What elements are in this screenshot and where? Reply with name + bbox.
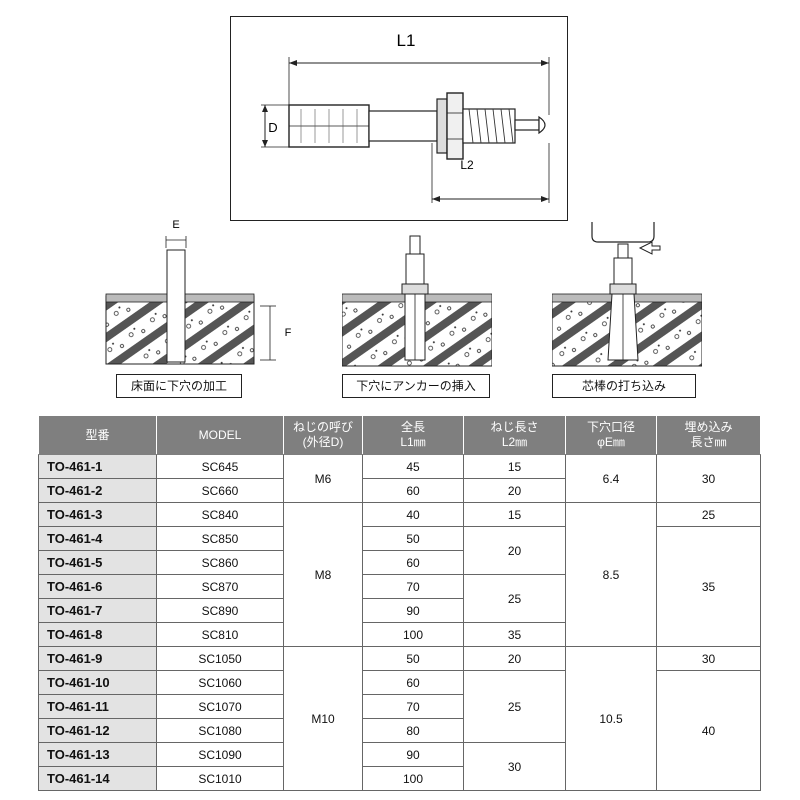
anchor-dimension-drawing: L1 D (230, 16, 568, 221)
step-drive-pin-caption: 芯棒の打ち込み (552, 374, 696, 398)
model-no-cell: TO-461-8 (38, 622, 157, 647)
table-row: TO-461-7 SC890 90 (38, 598, 761, 623)
table-row: TO-461-13 SC1090 90 30 (38, 742, 761, 791)
model-cell: SC1090 (156, 742, 284, 767)
thread-length-cell: 20 (463, 526, 566, 575)
e-label: E (172, 219, 179, 231)
model-no-cell: TO-461-1 (38, 454, 157, 479)
model-cell: SC810 (156, 622, 284, 647)
total-length-cell: 80 (362, 718, 464, 743)
model-no-cell: TO-461-7 (38, 598, 157, 623)
model-cell: SC1060 (156, 670, 284, 695)
total-length-cell: 60 (362, 478, 464, 503)
model-cell: SC1010 (156, 766, 284, 791)
model-cell: SC660 (156, 478, 284, 503)
table-row: TO-461-12 SC1080 80 (38, 718, 761, 743)
model-no-cell: TO-461-11 (38, 694, 157, 719)
model-cell: SC860 (156, 550, 284, 575)
hole-diameter-cell: 8.5 (565, 502, 657, 647)
thread-length-cell: 35 (463, 622, 566, 647)
total-length-cell: 60 (362, 550, 464, 575)
table-row: TO-461-5 SC860 60 (38, 550, 761, 575)
total-length-cell: 100 (362, 622, 464, 647)
total-length-cell: 100 (362, 766, 464, 791)
model-cell: SC890 (156, 598, 284, 623)
thread-length-cell: 15 (463, 454, 566, 479)
header-model-no: 型番 (38, 415, 157, 455)
embed-depth-cell: 25 (656, 502, 761, 527)
anchor-bolt-illustration: L1 D (261, 31, 550, 203)
thread-size-cell: M6 (283, 454, 363, 503)
table-row: TO-461-8 SC810 100 35 (38, 622, 761, 647)
table-row: TO-461-11 SC1070 70 (38, 694, 761, 719)
model-no-cell: TO-461-12 (38, 718, 157, 743)
embed-depth-cell: 40 (656, 670, 761, 791)
embed-depth-cell: 30 (656, 454, 761, 503)
step-drill-hole-caption: 床面に下穴の加工 (116, 374, 242, 398)
thread-length-cell: 20 (463, 478, 566, 503)
l1-label: L1 (397, 31, 416, 50)
header-embed-depth: 埋め込み長さ㎜ (656, 415, 761, 455)
table-row: TO-461-9 SC1050 M10 50 20 10.5 30 (38, 646, 761, 791)
model-no-cell: TO-461-14 (38, 766, 157, 791)
model-cell: SC840 (156, 502, 284, 527)
model-cell: SC850 (156, 526, 284, 551)
table-row: TO-461-2 SC660 60 20 (38, 478, 761, 503)
embed-depth-cell: 35 (656, 526, 761, 647)
header-model: MODEL (156, 415, 284, 455)
model-no-cell: TO-461-5 (38, 550, 157, 575)
d-label: D (268, 120, 277, 135)
total-length-cell: 70 (362, 574, 464, 599)
table-row: TO-461-4 SC850 50 20 35 (38, 526, 761, 647)
total-length-cell: 60 (362, 670, 464, 695)
thread-size-cell: M8 (283, 502, 363, 647)
l2-label: L2 (460, 158, 474, 172)
model-no-cell: TO-461-9 (38, 646, 157, 671)
thread-length-cell: 20 (463, 646, 566, 671)
total-length-cell: 45 (362, 454, 464, 479)
model-no-cell: TO-461-6 (38, 574, 157, 599)
step-insert-anchor-illustration (341, 232, 493, 372)
thread-length-cell: 25 (463, 670, 566, 743)
total-length-cell: 40 (362, 502, 464, 527)
total-length-cell: 50 (362, 526, 464, 551)
thread-size-cell: M10 (283, 646, 363, 791)
model-cell: SC870 (156, 574, 284, 599)
model-no-cell: TO-461-2 (38, 478, 157, 503)
table-row: TO-461-3 SC840 M8 40 15 8.5 25 (38, 502, 761, 647)
total-length-cell: 90 (362, 598, 464, 623)
hole-diameter-cell: 6.4 (565, 454, 657, 503)
total-length-cell: 70 (362, 694, 464, 719)
header-thread-size: ねじの呼び(外径D) (283, 415, 363, 455)
step-drive-pin-illustration (551, 214, 703, 372)
thread-length-cell: 30 (463, 742, 566, 791)
model-no-cell: TO-461-13 (38, 742, 157, 767)
model-no-cell: TO-461-3 (38, 502, 157, 527)
model-no-cell: TO-461-4 (38, 526, 157, 551)
model-no-cell: TO-461-10 (38, 670, 157, 695)
table-row: TO-461-6 SC870 70 25 (38, 574, 761, 623)
step-insert-anchor-caption: 下穴にアンカーの挿入 (342, 374, 490, 398)
table-row: TO-461-1 SC645 M6 45 15 6.4 30 (38, 454, 761, 503)
total-length-cell: 90 (362, 742, 464, 767)
thread-length-cell: 15 (463, 502, 566, 527)
model-cell: SC1080 (156, 718, 284, 743)
model-cell: SC1070 (156, 694, 284, 719)
f-label: F (285, 327, 292, 339)
table-row: TO-461-14 SC1010 100 (38, 766, 761, 791)
thread-length-cell: 25 (463, 574, 566, 623)
model-cell: SC645 (156, 454, 284, 479)
embed-depth-cell: 30 (656, 646, 761, 671)
step-drill-hole-illustration: E F (100, 210, 300, 370)
model-cell: SC1050 (156, 646, 284, 671)
hole-diameter-cell: 10.5 (565, 646, 657, 791)
total-length-cell: 50 (362, 646, 464, 671)
